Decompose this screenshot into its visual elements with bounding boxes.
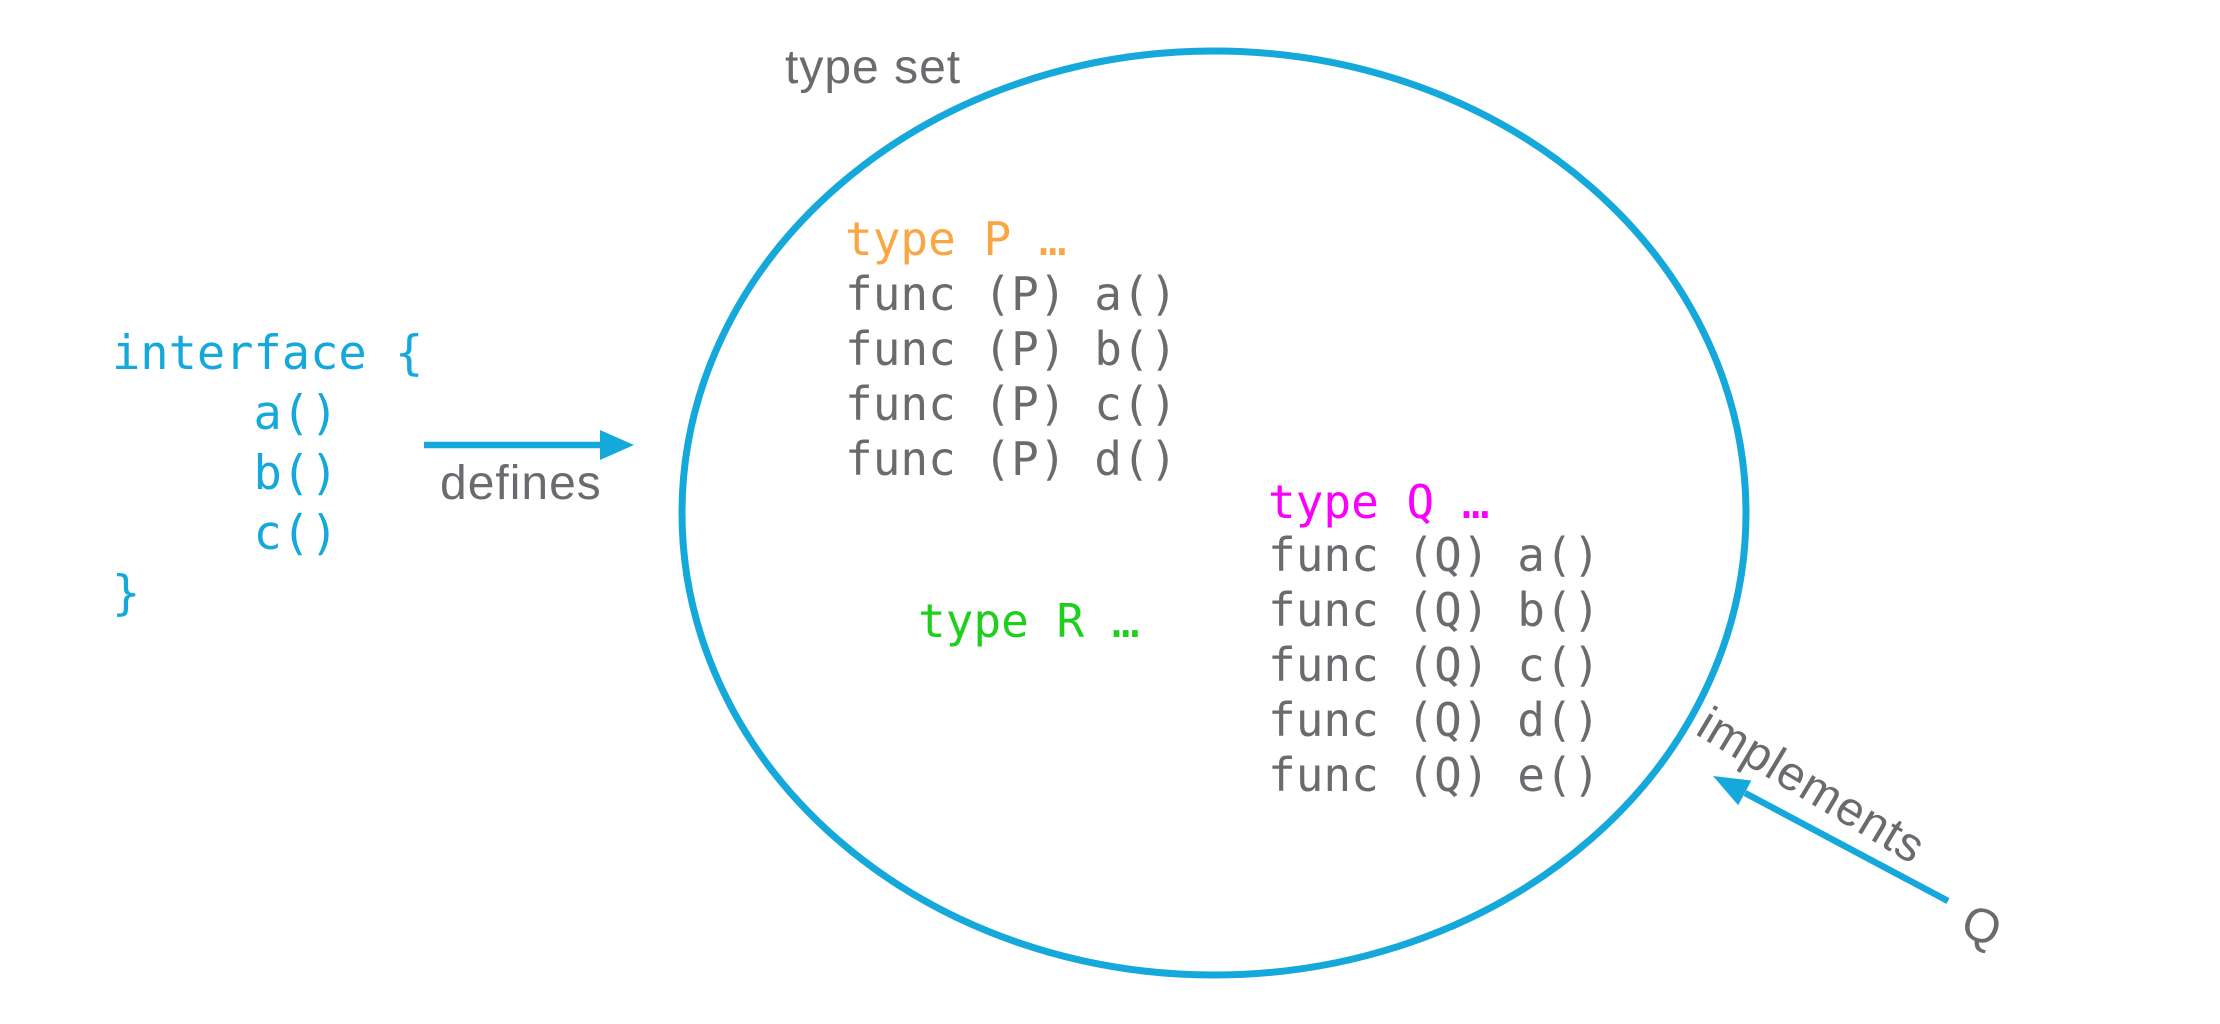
type-r-header: type R …: [918, 594, 1140, 648]
implements-arrow: [1713, 776, 1950, 904]
type-set-label: type set: [785, 41, 962, 94]
type-p-methods: func (P) a() func (P) b() func (P) c() f…: [845, 267, 1178, 486]
defines-arrowhead-icon: [600, 430, 634, 460]
defines-label: defines: [440, 457, 602, 510]
type-set-ellipse: [678, 47, 1750, 979]
type-p-header: type P …: [845, 212, 1067, 266]
type-q-methods: func (Q) a() func (Q) b() func (Q) c() f…: [1268, 528, 1601, 802]
implements-arrow-line: [1743, 790, 1950, 904]
implements-arrowhead-icon: [1713, 776, 1752, 806]
interface-code-block: interface { a() b() c() }: [112, 326, 424, 621]
type-q-header: type Q …: [1268, 475, 1490, 529]
defines-arrow: [424, 430, 634, 460]
